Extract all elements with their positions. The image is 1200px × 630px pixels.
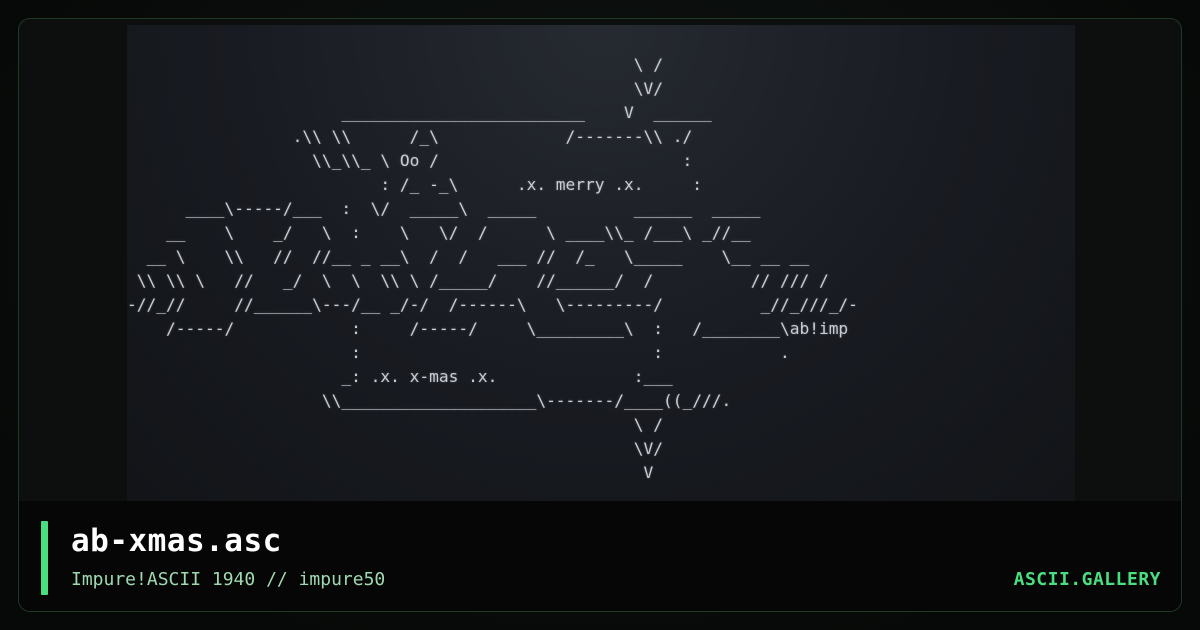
accent-bar	[41, 521, 48, 595]
artwork-subtitle: Impure!ASCII 1940 // impure50	[71, 569, 386, 590]
ascii-art-panel: \ / \V/ _________________________ V ____…	[127, 25, 1075, 501]
preview-card: \ / \V/ _________________________ V ____…	[18, 18, 1182, 612]
card-footer: ab-xmas.asc Impure!ASCII 1940 // impure5…	[19, 501, 1181, 611]
artwork-title: ab-xmas.asc	[71, 523, 282, 559]
site-brand: ASCII.GALLERY	[1013, 569, 1161, 590]
ascii-art: \ / \V/ _________________________ V ____…	[127, 55, 858, 482]
